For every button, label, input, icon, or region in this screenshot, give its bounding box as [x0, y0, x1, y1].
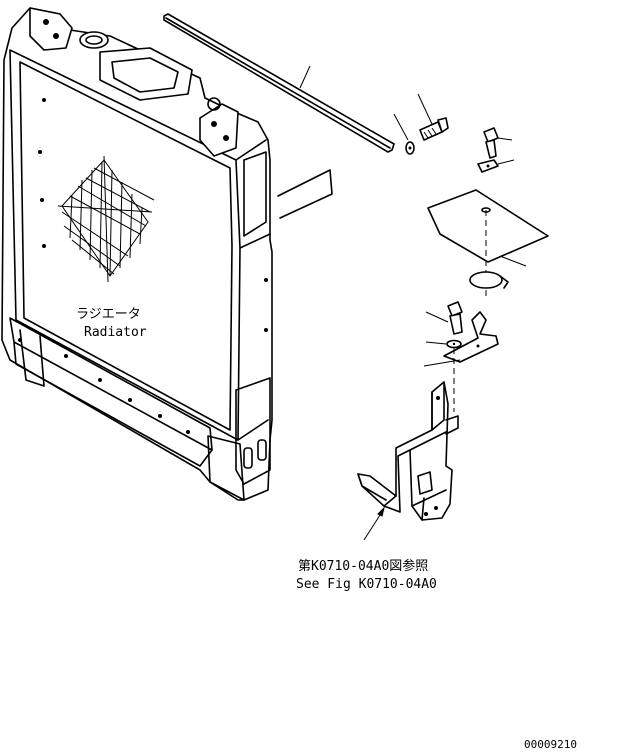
- leader-cover-sheet: [499, 255, 527, 267]
- middle-bolt: [447, 301, 463, 335]
- leader-clamp-bracket: [423, 359, 461, 367]
- leader-washer: [393, 113, 409, 141]
- leader-middle-bolt: [425, 311, 449, 323]
- reference-label-jp: 第K0710-04A0図参照: [298, 558, 428, 574]
- clamp-bracket: [443, 311, 499, 363]
- core-mesh: [57, 155, 155, 283]
- stay-washer: [405, 141, 415, 155]
- cover-sheet: [427, 189, 549, 263]
- drawing-number: 00009210: [524, 738, 577, 751]
- reference-arrow: [363, 506, 385, 541]
- leader-top-bolt: [497, 137, 513, 141]
- leader-middle-washer: [425, 341, 447, 345]
- stay-bolt: [419, 117, 449, 141]
- middle-washer: [446, 339, 462, 349]
- radiator-assembly: ラジエータ Radiator: [1, 7, 273, 501]
- top-bolt: [483, 127, 499, 159]
- frame-rivets: [18, 98, 268, 434]
- radiator-label-en: Radiator: [84, 325, 147, 340]
- leader-bolt: [417, 93, 433, 125]
- shroud-plate: [277, 169, 333, 219]
- small-plate: [477, 159, 499, 173]
- hose-clamp: [469, 271, 509, 289]
- radiator-label-jp: ラジエータ: [76, 307, 141, 322]
- reference-label-en: See Fig K0710-04A0: [296, 577, 437, 592]
- leader-stay: [299, 65, 311, 89]
- stay-rod: [163, 13, 395, 153]
- leader-small-plate: [497, 159, 515, 165]
- mounting-bracket: [357, 381, 459, 521]
